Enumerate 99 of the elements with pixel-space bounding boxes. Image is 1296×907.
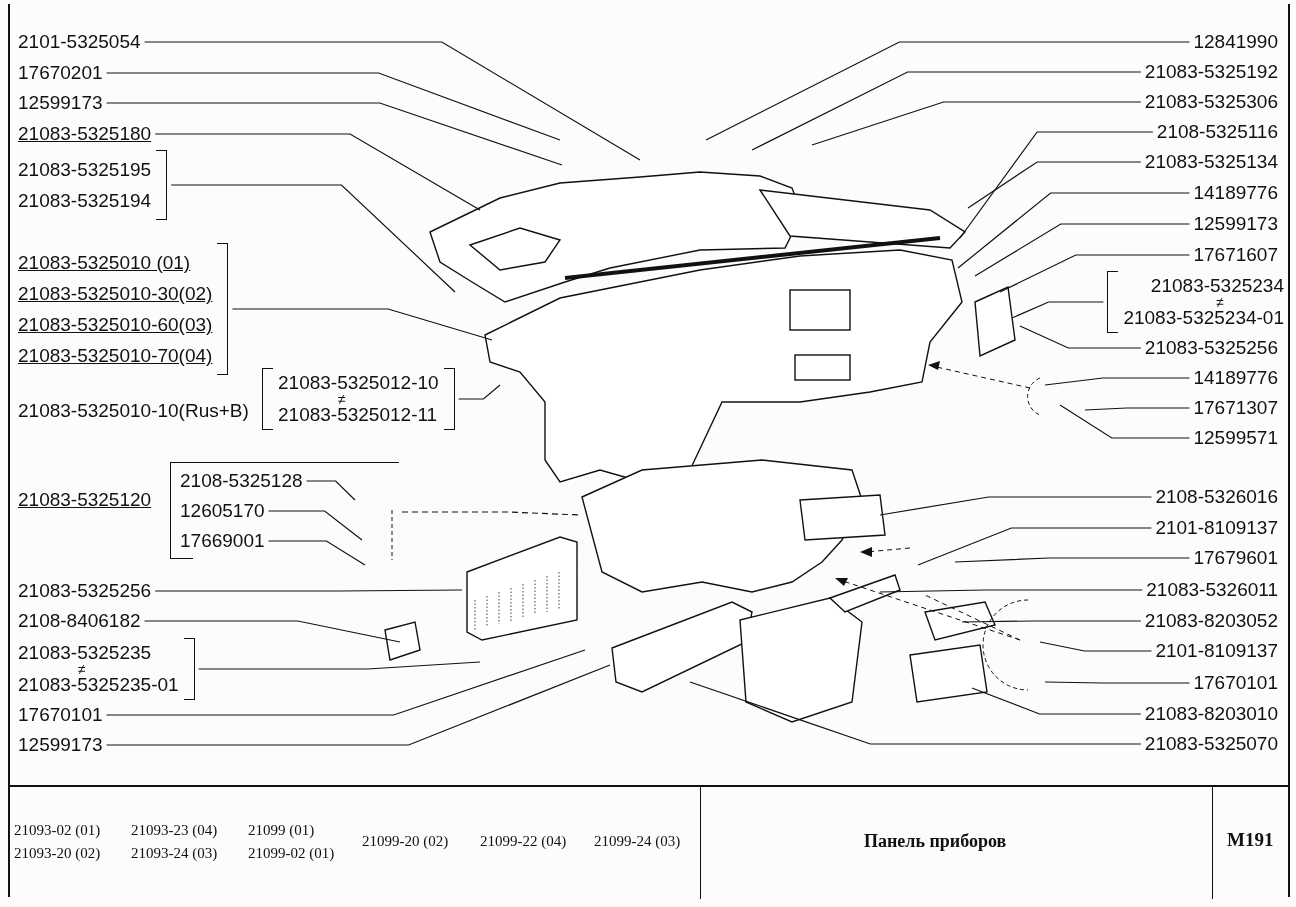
part-number: 21083-5325306: [1144, 91, 1278, 113]
part-number: 21083-5325192: [1144, 61, 1278, 83]
part-number: 2108-8406182: [18, 610, 141, 632]
part-number: 21083-5325010-60(03): [18, 313, 213, 337]
part-number: 21083-5325235-01: [18, 674, 179, 696]
part-number: 12599571: [1193, 427, 1278, 449]
table-text: 21099-20 (02): [362, 833, 449, 850]
bracket-group: [18, 462, 398, 562]
leader-line: [1059, 404, 1191, 439]
table-text: 21099-02 (01): [248, 845, 335, 862]
leader-line: [144, 41, 641, 161]
part-number: 21083-5325134: [1144, 151, 1278, 173]
part-number: 17671307: [1193, 397, 1278, 419]
part-number: 17669001: [180, 530, 265, 552]
part-number: 17679601: [1193, 547, 1278, 569]
part-number: 21083-8203010: [1144, 703, 1278, 725]
leader-line: [305, 480, 356, 501]
part-number: 14189776: [1193, 367, 1278, 389]
leader-line: [917, 527, 1152, 566]
leader-line: [1011, 301, 1104, 319]
leader-line: [959, 131, 1154, 239]
part-number: 21083-5325234-01: [1123, 307, 1284, 329]
leader-line: [1039, 641, 1152, 652]
leader-line: [961, 620, 1142, 623]
part-number: 17670101: [18, 704, 103, 726]
leader-line: [105, 72, 561, 141]
part-number: 21083-5325010-70(04): [18, 344, 213, 368]
part-number: 12599173: [18, 92, 103, 114]
leader-line: [999, 254, 1191, 293]
table-text: 21099 (01): [248, 822, 315, 839]
table-text: 21093-02 (01): [14, 822, 101, 839]
part-number: 21083-5325120: [18, 489, 152, 511]
leader-line: [105, 664, 611, 746]
part-number: 21083-5325070: [1144, 733, 1278, 755]
leader-line: [170, 184, 456, 293]
part-number: 21083-5325235: [18, 642, 152, 664]
part-number: 21083-5325256: [18, 580, 152, 602]
part-number: 21083-5325195: [18, 158, 152, 182]
part-number: 21083-5325010-30(02): [18, 282, 213, 306]
not-equal-sign: ≠: [77, 664, 87, 674]
part-number: 21083-5325010-10(Rus+B): [18, 400, 249, 422]
leader-line: [811, 101, 1142, 146]
table-text: 21099-22 (04): [480, 833, 567, 850]
leader-line: [879, 496, 1152, 516]
part-number: 21083-5325180: [18, 123, 152, 145]
leader-line: [954, 557, 1191, 563]
part-number: 12599173: [1193, 213, 1278, 235]
leader-line: [154, 589, 463, 592]
leader-line: [1044, 681, 1191, 684]
leader-line: [401, 511, 581, 516]
part-number: 2101-8109137: [1155, 640, 1278, 662]
part-number: 21083-5325234: [1150, 275, 1284, 297]
leader-line: [1044, 377, 1191, 386]
leader-line: [458, 384, 501, 400]
leader-line: [105, 102, 563, 166]
leader-line: [231, 308, 493, 341]
part-number: 12605170: [180, 500, 265, 522]
leader-line: [144, 620, 401, 643]
part-number: 21083-5325012-11: [278, 404, 438, 426]
part-number: 21083-5325012-10: [278, 372, 439, 394]
part-number: 21083-8203052: [1144, 610, 1278, 632]
leader-line: [751, 71, 1142, 151]
leader-line: [967, 161, 1142, 209]
part-number: 17670101: [1193, 672, 1278, 694]
table-text: 21099-24 (03): [594, 833, 681, 850]
leader-line: [689, 681, 1142, 745]
not-equal-sign: ≠: [337, 394, 347, 404]
leader-line: [974, 223, 1191, 277]
leader-line: [1084, 407, 1191, 411]
part-number: 2108-5326016: [1155, 486, 1278, 508]
part-number: 12841990: [1193, 31, 1278, 53]
leader-line: [267, 510, 363, 541]
leader-line: [1019, 325, 1142, 349]
leader-line: [198, 661, 481, 670]
part-number: 21083-5326011: [1146, 579, 1278, 601]
leader-line: [879, 589, 1143, 593]
part-number: 17671607: [1193, 244, 1278, 266]
table-text: 21093-20 (02): [14, 845, 101, 862]
leader-line: [105, 649, 586, 716]
part-number: 21083-5325010 (01): [18, 251, 191, 275]
part-number: 2101-5325054: [18, 31, 141, 53]
part-number: 12599173: [18, 734, 103, 756]
part-number: 21083-5325194: [18, 189, 152, 213]
table-text: 21093-24 (03): [131, 845, 218, 862]
table-text: M191: [1227, 829, 1274, 851]
part-number: 2108-5325128: [180, 470, 303, 492]
drawing-title: Панель приборов: [864, 831, 1007, 852]
leader-line: [267, 540, 366, 566]
part-number: 14189776: [1193, 182, 1278, 204]
leader-line: [154, 133, 481, 211]
leader-line: [957, 192, 1191, 269]
leader-line: [705, 41, 1191, 141]
part-number: 2101-8109137: [1155, 517, 1278, 539]
table-text: 21093-23 (04): [131, 822, 218, 839]
not-equal-sign: ≠: [1215, 297, 1225, 307]
part-number: 21083-5325256: [1144, 337, 1278, 359]
part-number: 2108-5325116: [1156, 121, 1278, 143]
leader-line: [971, 687, 1142, 715]
part-number: 17670201: [18, 62, 103, 84]
